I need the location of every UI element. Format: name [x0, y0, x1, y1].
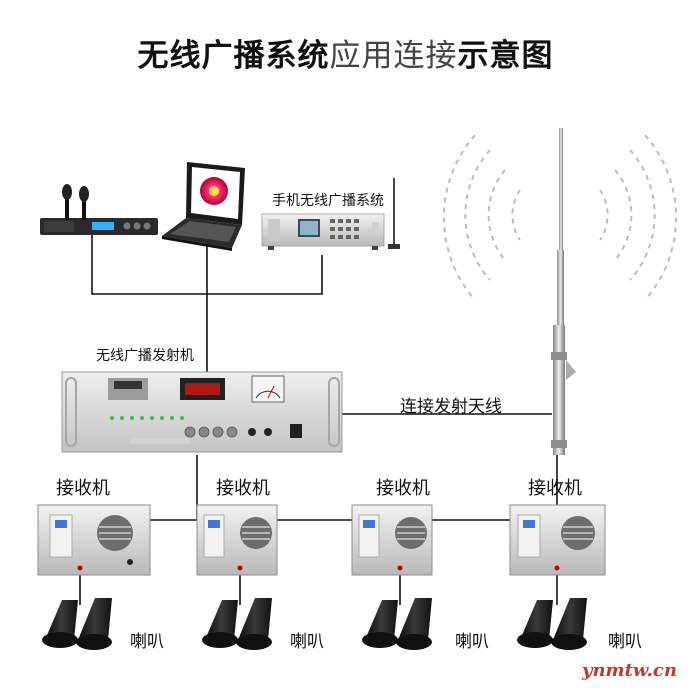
title-part-2: 应用连接	[329, 38, 458, 74]
receiver-label-4: 接收机	[528, 478, 582, 499]
speaker-pair-2	[202, 598, 272, 650]
transmitter-unit	[61, 371, 343, 453]
speaker-label-4: 喇叭	[608, 632, 642, 652]
microphone-receiver	[40, 184, 158, 235]
phone-broadcast-unit	[261, 178, 400, 250]
receiver-label-2: 接收机	[216, 478, 270, 499]
laptop	[162, 162, 245, 251]
speaker-label-3: 喇叭	[455, 632, 489, 652]
speaker-label-2: 喇叭	[290, 632, 324, 652]
receiver-label-1: 接收机	[56, 478, 110, 499]
receiver-unit-4	[509, 504, 606, 576]
speaker-label-1: 喇叭	[130, 632, 164, 652]
receiver-unit-3	[351, 504, 433, 576]
radio-waves	[442, 134, 678, 301]
wiring	[79, 235, 558, 605]
receiver-unit-2	[196, 504, 278, 576]
transmit-antenna	[551, 128, 576, 455]
watermark: ynmtw.cn	[582, 660, 677, 681]
antenna-link-label: 连接发射天线	[400, 397, 502, 417]
title-part-3: 示意图	[457, 38, 554, 74]
receiver-label-3: 接收机	[376, 478, 430, 499]
speaker-pair-1	[42, 598, 112, 650]
phone-system-label: 手机无线广播系统	[272, 193, 384, 209]
title-part-1: 无线广播系统	[137, 38, 330, 74]
speaker-pair-3	[362, 598, 432, 650]
diagram-title: 无线广播系统应用连接示意图	[0, 30, 691, 75]
transmitter-label: 无线广播发射机	[96, 348, 194, 364]
receiver-unit-1	[37, 504, 151, 576]
speaker-pair-4	[517, 598, 587, 650]
